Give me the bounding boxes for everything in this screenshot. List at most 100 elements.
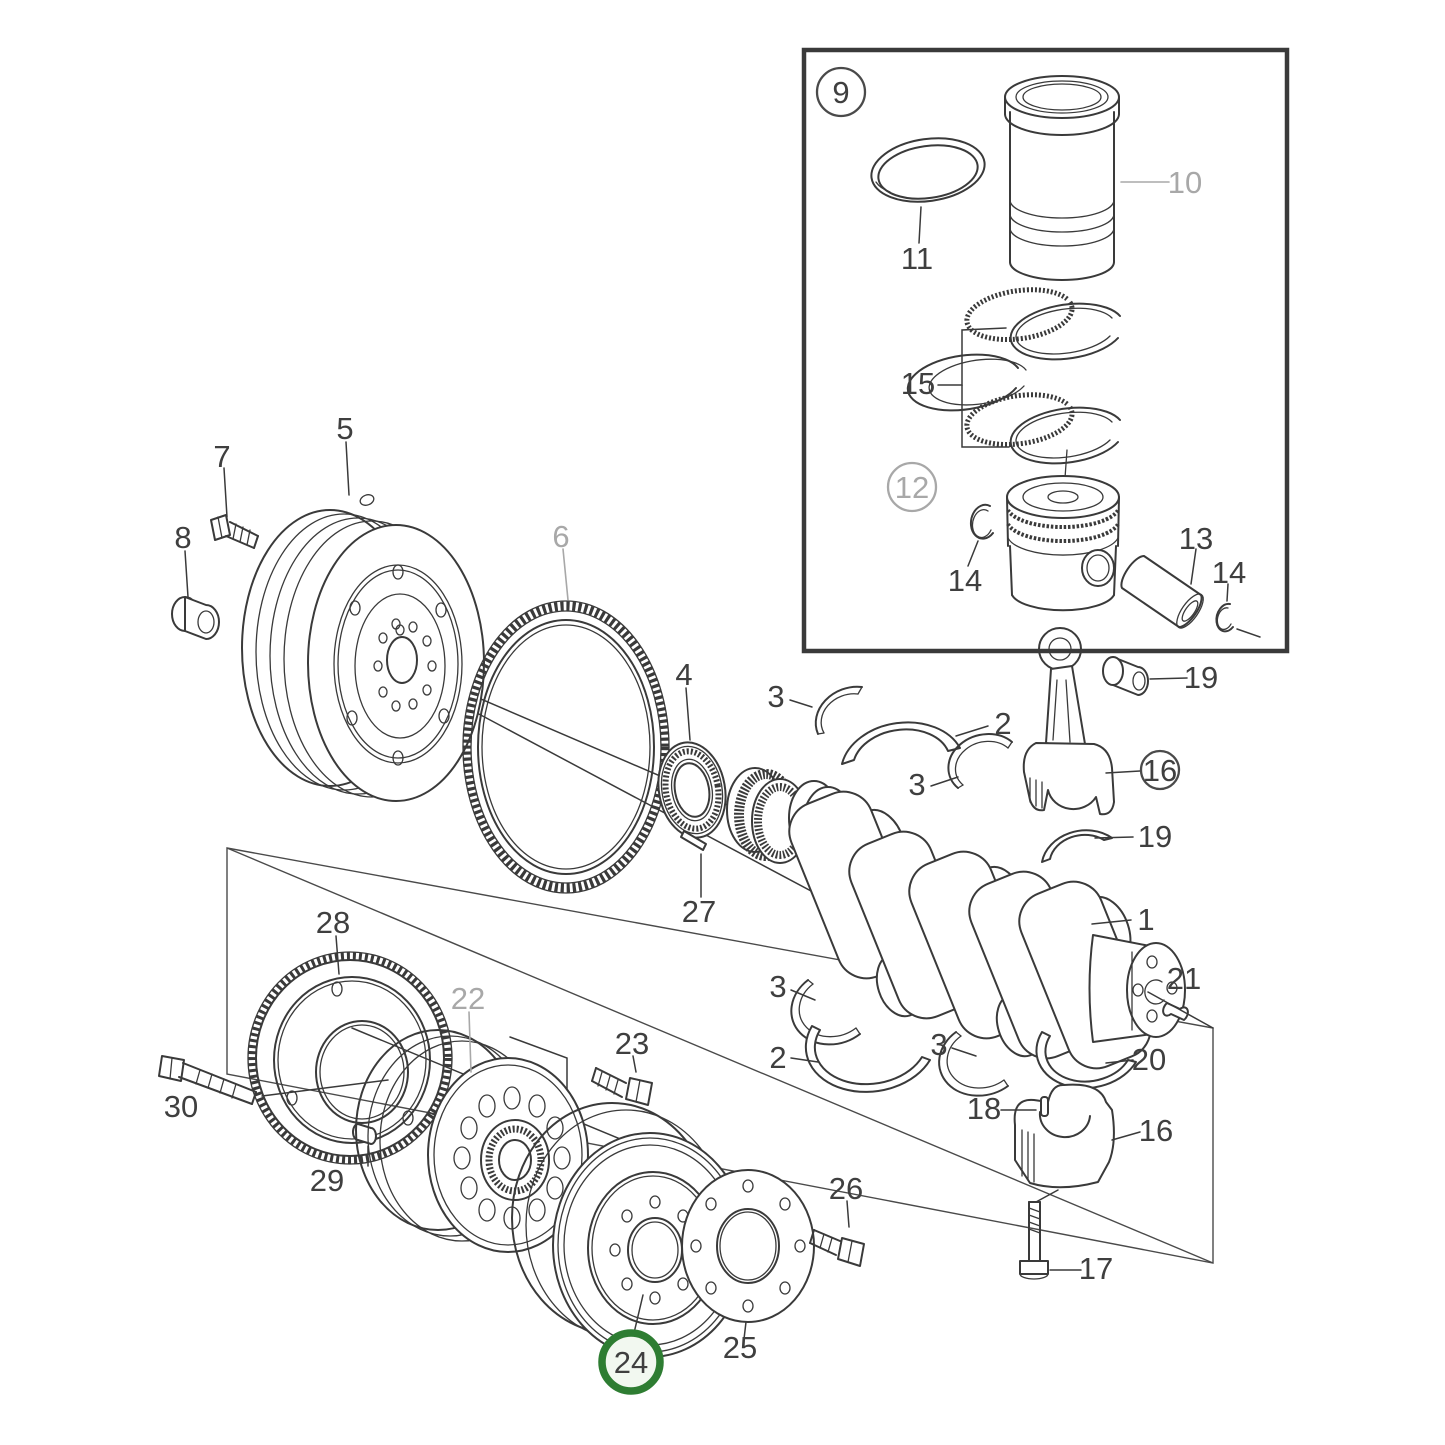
part-label-10: 10: [1168, 165, 1202, 200]
bearing-shells-upper: [814, 685, 1113, 863]
part-label-3: 3: [908, 767, 925, 802]
part-label-27: 27: [682, 894, 716, 929]
snap-ring-right: [1215, 602, 1234, 633]
part-callout-3-25[interactable]: 3: [930, 1027, 947, 1062]
part-callout-8-12[interactable]: 8: [174, 520, 191, 555]
part-label-5: 5: [336, 411, 353, 446]
part-callout-7-11[interactable]: 7: [213, 439, 230, 474]
part-callout-12-4[interactable]: 12: [886, 461, 938, 513]
part-label-3: 3: [769, 969, 786, 1004]
part-callout-16-9[interactable]: 16: [1139, 749, 1181, 791]
part-callout-26-36[interactable]: 26: [829, 1171, 863, 1206]
bearing-shells-lower: [790, 979, 1189, 1097]
woodruff-key: [680, 830, 707, 851]
part-label-11: 11: [901, 241, 933, 276]
part-callout-19-8[interactable]: 19: [1184, 660, 1218, 695]
part-label-2: 2: [994, 706, 1011, 741]
part-label-19: 19: [1138, 819, 1172, 854]
part-callout-2-24[interactable]: 2: [769, 1040, 786, 1075]
part-label-21: 21: [1167, 961, 1201, 996]
part-callout-5-10[interactable]: 5: [336, 411, 353, 446]
callout-ring: [886, 461, 938, 513]
part-label-13: 13: [1179, 521, 1213, 556]
piston-pin: [1120, 554, 1204, 629]
part-label-16: 16: [1143, 753, 1177, 788]
callout-ring: [1139, 749, 1181, 791]
part-callout-4-14[interactable]: 4: [675, 657, 692, 692]
part-callout-16-27[interactable]: 16: [1139, 1113, 1173, 1148]
part-callout-3-18[interactable]: 3: [908, 767, 925, 802]
cap-dowel-pin: [1040, 1096, 1049, 1117]
part-callout-24-34[interactable]: 24: [598, 1329, 664, 1395]
part-callout-3-23[interactable]: 3: [769, 969, 786, 1004]
pilot-bushing: [171, 596, 220, 640]
part-callout-14-7[interactable]: 14: [1212, 555, 1246, 590]
part-callout-28-29[interactable]: 28: [316, 905, 350, 940]
part-callout-25-35[interactable]: 25: [723, 1330, 757, 1365]
part-callout-18-26[interactable]: 18: [967, 1091, 1001, 1126]
flange-bolt-21: [1162, 1002, 1189, 1021]
part-label-23: 23: [615, 1026, 649, 1061]
part-label-6: 6: [552, 519, 569, 554]
part-callout-3-16[interactable]: 3: [767, 679, 784, 714]
part-label-19: 19: [1184, 660, 1218, 695]
part-callout-14-5[interactable]: 14: [948, 563, 982, 598]
cap-bolt: [1019, 1201, 1049, 1280]
snap-ring-left: [969, 503, 994, 540]
part-label-24: 24: [614, 1345, 648, 1380]
part-label-30: 30: [164, 1089, 198, 1124]
part-callout-17-28[interactable]: 17: [1079, 1251, 1113, 1286]
part-label-14: 14: [948, 563, 982, 598]
part-callout-30-30[interactable]: 30: [164, 1089, 198, 1124]
part-label-25: 25: [723, 1330, 757, 1365]
crank-pulley: [355, 1029, 589, 1253]
liner-o-ring: [870, 137, 986, 203]
part-callout-22-32[interactable]: 22: [451, 981, 485, 1016]
part-callout-21-21[interactable]: 21: [1167, 961, 1201, 996]
part-callout-23-33[interactable]: 23: [615, 1026, 649, 1061]
part-callout-1-20[interactable]: 1: [1137, 902, 1154, 937]
part-label-20: 20: [1132, 1042, 1166, 1077]
part-callout-6-13[interactable]: 6: [552, 519, 569, 554]
damper-bolt: [809, 1229, 865, 1267]
piston-rings: [906, 287, 1121, 465]
part-callout-29-31[interactable]: 29: [310, 1163, 344, 1198]
trigger-wheel: [247, 951, 453, 1165]
part-callout-10-1[interactable]: 10: [1168, 165, 1202, 200]
callout-ring: [815, 66, 867, 118]
cylinder-liner: [1004, 75, 1120, 281]
part-callout-15-3[interactable]: 15: [901, 366, 935, 401]
part-callout-27-15[interactable]: 27: [682, 894, 716, 929]
part-callout-13-6[interactable]: 13: [1179, 521, 1213, 556]
connecting-rod: [1022, 627, 1149, 816]
highlight-ring: [598, 1329, 664, 1395]
trigger-wheel-bolt: [158, 1055, 257, 1105]
part-label-7: 7: [213, 439, 230, 474]
part-label-22: 22: [451, 981, 485, 1016]
part-callout-2-17[interactable]: 2: [994, 706, 1011, 741]
part-label-15: 15: [901, 366, 935, 401]
part-label-29: 29: [310, 1163, 344, 1198]
damper-plate: [681, 1169, 815, 1323]
part-callout-19-19[interactable]: 19: [1138, 819, 1172, 854]
part-label-3: 3: [767, 679, 784, 714]
part-label-9: 9: [832, 75, 849, 110]
part-label-2: 2: [769, 1040, 786, 1075]
dowel-pin-29: [352, 1123, 377, 1145]
bearing-cap: [1013, 1083, 1115, 1280]
front-seal: [657, 741, 727, 839]
part-label-18: 18: [967, 1091, 1001, 1126]
part-label-3: 3: [930, 1027, 947, 1062]
part-callout-9-0[interactable]: 9: [815, 66, 867, 118]
part-label-12: 12: [895, 470, 929, 505]
flywheel: [241, 494, 485, 802]
part-callout-20-22[interactable]: 20: [1132, 1042, 1166, 1077]
part-callout-11-2[interactable]: 11: [901, 241, 933, 276]
part-label-4: 4: [675, 657, 692, 692]
leader-lines: [184, 181, 1229, 1340]
piston-liner-inset-box: [801, 47, 1290, 654]
part-label-14: 14: [1212, 555, 1246, 590]
flywheel-bolt: [210, 514, 259, 549]
